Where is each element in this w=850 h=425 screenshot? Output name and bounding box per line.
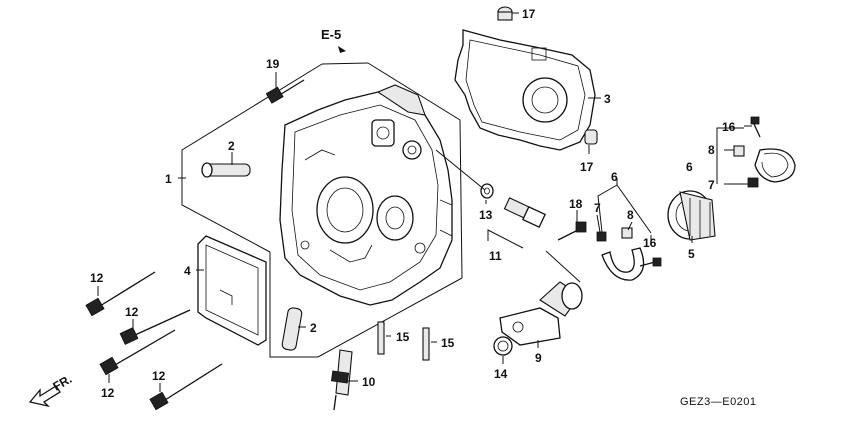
valve-guide-upper bbox=[201, 162, 251, 178]
callouts: 1 2 3 4 5 2 9 10 11 13 14 15 15 16 16 17… bbox=[90, 7, 736, 400]
figure-code: GEZ3—E0201 bbox=[680, 396, 757, 408]
cylinder-head bbox=[279, 84, 453, 306]
callout-14: 14 bbox=[494, 367, 508, 381]
washer-13 bbox=[480, 183, 494, 199]
callout-9: 9 bbox=[535, 351, 542, 365]
stud-15-b bbox=[422, 327, 430, 361]
callout-12-b: 12 bbox=[125, 305, 139, 319]
callout-12-d: 12 bbox=[152, 369, 166, 383]
callout-10: 10 bbox=[362, 375, 376, 389]
callout-12-c: 12 bbox=[101, 386, 115, 400]
callout-1: 1 bbox=[165, 172, 172, 186]
reference-label: E-5 bbox=[321, 27, 341, 42]
callout-6-lower: 6 bbox=[611, 170, 618, 184]
dowel-pin-upper bbox=[497, 6, 513, 21]
callout-8-lower: 8 bbox=[627, 208, 634, 222]
head-gasket bbox=[454, 29, 596, 151]
callout-15-b: 15 bbox=[441, 336, 455, 350]
valve-guide-lower bbox=[281, 307, 303, 351]
callout-2-lower: 2 bbox=[310, 321, 317, 335]
reference-arrow-icon bbox=[338, 46, 346, 53]
callout-4: 4 bbox=[184, 264, 191, 278]
callout-5: 5 bbox=[688, 247, 695, 261]
callout-18: 18 bbox=[569, 197, 583, 211]
o-ring-14 bbox=[493, 336, 513, 356]
intake-pipe bbox=[499, 281, 583, 346]
callout-8-upper: 8 bbox=[708, 143, 715, 157]
intake-boot bbox=[667, 190, 716, 241]
screw-16-upper bbox=[750, 116, 761, 138]
stud-15-a bbox=[377, 321, 385, 355]
callout-17-lower: 17 bbox=[580, 160, 594, 174]
callout-15-a: 15 bbox=[396, 330, 410, 344]
bolt-12-a bbox=[85, 271, 156, 317]
callout-17-upper: 17 bbox=[522, 7, 536, 21]
bolt-12-c bbox=[99, 329, 176, 376]
front-direction-indicator: FR. bbox=[28, 372, 74, 408]
dowel-pin-lower bbox=[584, 129, 598, 145]
callout-7-upper: 7 bbox=[708, 178, 715, 192]
callout-16-lower: 16 bbox=[643, 236, 657, 250]
callout-11: 11 bbox=[489, 249, 502, 263]
clamp-upper bbox=[733, 145, 796, 188]
callout-7-lower: 7 bbox=[594, 201, 601, 215]
clamp-lower bbox=[596, 227, 645, 281]
callout-19: 19 bbox=[266, 57, 280, 71]
screw-16-lower bbox=[639, 257, 662, 267]
callout-6-upper: 6 bbox=[686, 160, 693, 174]
callout-3: 3 bbox=[604, 92, 611, 106]
guide-plate bbox=[197, 235, 267, 346]
callout-16-upper: 16 bbox=[722, 120, 736, 134]
callout-13: 13 bbox=[479, 208, 493, 222]
front-arrow-icon bbox=[28, 385, 61, 408]
thermo-sensor bbox=[503, 197, 546, 229]
spark-plug bbox=[330, 349, 353, 411]
leader-lines bbox=[97, 12, 752, 392]
bolt-19 bbox=[265, 79, 305, 104]
callout-2-upper: 2 bbox=[228, 139, 235, 153]
bolt-12-b bbox=[119, 309, 191, 345]
bolt-12-d bbox=[149, 363, 223, 411]
bolt-18 bbox=[557, 221, 587, 241]
callout-12-a: 12 bbox=[90, 271, 104, 285]
